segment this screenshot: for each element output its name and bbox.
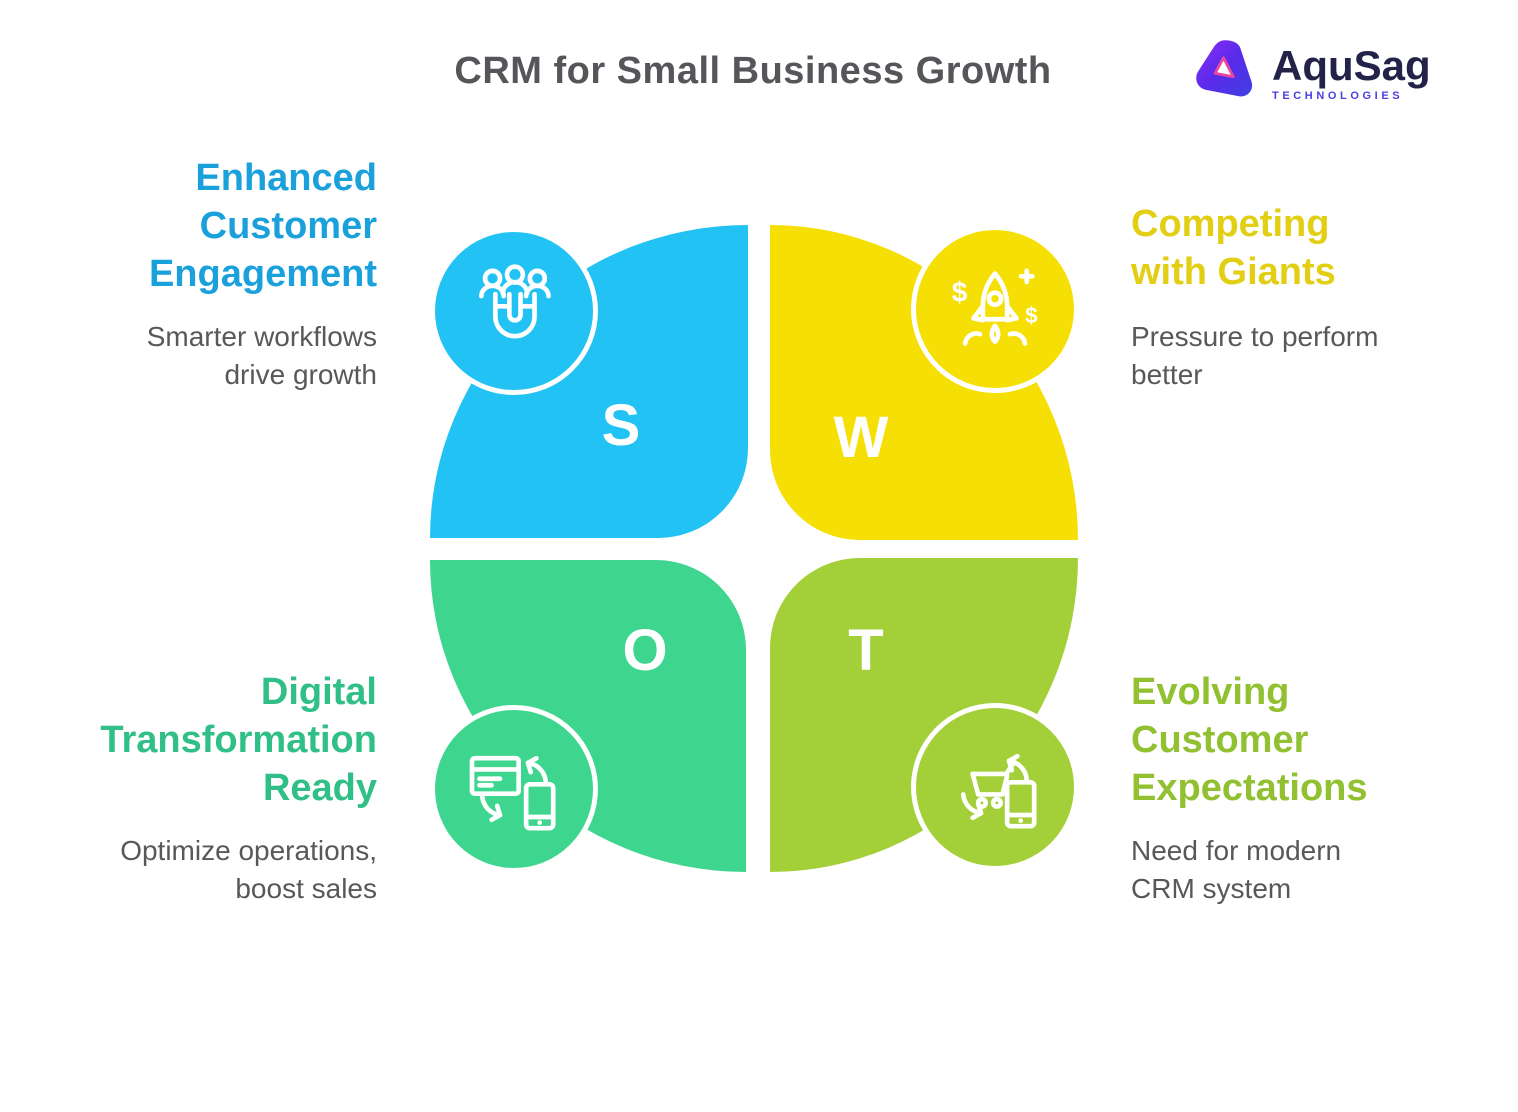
threats-heading: Evolving Customer Expectations [1131,668,1368,812]
heading-line: Expectations [1131,767,1368,809]
opportunities-letter: O [622,618,668,683]
threats-description: Need for modern CRM system [1131,832,1341,908]
dollar-glyph: $ [1025,303,1038,328]
card-phone-sync-icon [469,755,556,831]
strengths-description: Smarter workflows drive growth [147,318,377,394]
heading-line: Customer [199,205,377,247]
heading-line: Engagement [148,253,377,295]
heading-line: Competing [1131,203,1330,245]
audience-magnet-icon [479,264,551,339]
description-line: Optimize operations, [120,835,377,866]
description-line: CRM system [1131,873,1292,904]
brand-name: AquSag [1272,42,1431,89]
rocket-dollars-icon: $ $ [952,268,1038,346]
brand-tagline: TECHNOLOGIES [1272,90,1404,102]
page-title: CRM for Small Business Growth [454,50,1052,92]
brand-logo: AquSag TECHNOLOGIES [1192,36,1431,102]
aqusag-logo-mark-icon [1196,40,1253,97]
heading-line: Transformation [100,719,377,761]
strengths-icon-circle [430,227,598,395]
opportunities-heading: Digital Transformation Ready [100,668,377,812]
strengths-heading: Enhanced Customer Engagement [149,154,377,298]
heading-line: Enhanced [195,157,377,199]
opportunities-description: Optimize operations, boost sales [120,832,377,908]
strengths-letter: S [601,393,641,458]
weaknesses-heading: Competing with Giants [1131,200,1336,296]
opportunities-icon-circle [430,705,598,873]
heading-line: Customer [1131,719,1309,761]
heading-line: Evolving [1131,671,1290,713]
weaknesses-letter: W [833,405,889,470]
threats-letter: T [848,618,884,683]
description-line: Smarter workflows [146,321,377,352]
brand-text-block: AquSag TECHNOLOGIES [1272,36,1431,103]
description-line: Need for modern [1131,835,1342,866]
description-line: Pressure to perform [1131,321,1379,352]
weaknesses-description: Pressure to perform better [1131,318,1378,394]
dollar-glyph: $ [952,277,968,308]
cart-phone-sync-icon [960,753,1037,829]
description-line: better [1131,359,1203,390]
heading-line: Digital [260,671,377,713]
description-line: boost sales [235,873,377,904]
heading-line: with Giants [1131,251,1336,293]
weaknesses-icon-circle: $ $ [911,225,1079,393]
heading-line: Ready [262,767,377,809]
threats-icon-circle [911,703,1079,871]
description-line: drive growth [224,359,377,390]
